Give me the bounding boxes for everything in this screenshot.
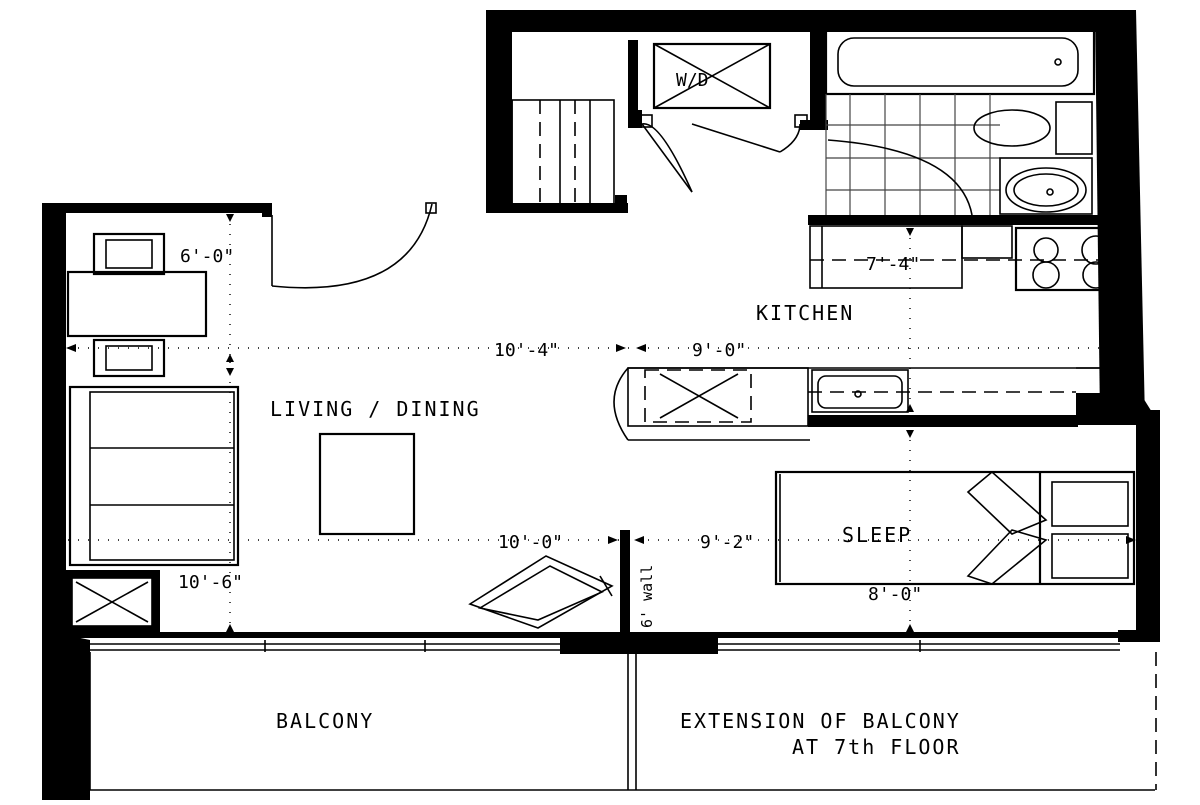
wall-corner: [490, 12, 525, 30]
washer-dryer: [652, 42, 772, 110]
balcony-outline: [89, 652, 1157, 791]
dimension-sleep-length: 9'-2": [700, 532, 754, 553]
kitchen-island: [613, 367, 1140, 441]
dimension-living-length: 10'-4": [494, 340, 559, 361]
balcony-extension-label: EXTENSION OF BALCONY: [680, 709, 961, 733]
coffee-table: [318, 432, 416, 536]
balcony-extension-floor-label: AT 7th FLOOR: [792, 735, 961, 759]
dimension-sleep-depth: 8'-0": [868, 584, 922, 605]
dimension-kitchen-length: 9'-0": [692, 340, 746, 361]
bathroom: [824, 28, 1096, 216]
armchair: [468, 555, 614, 629]
partial-wall-note: 6' wall: [638, 565, 656, 628]
dimension-kitchen-depth: 7'-4": [866, 254, 920, 275]
dimension-living-width-top: 6'-0": [180, 246, 234, 267]
mechanical-closet: [66, 570, 160, 632]
living-dining-label: LIVING / DINING: [270, 397, 481, 421]
window-strip: [90, 640, 1120, 652]
closet-doors: [639, 114, 808, 193]
dimension-lines: [66, 214, 1136, 632]
exterior-walls: [42, 10, 1160, 800]
kitchen-upper-counter: [809, 225, 1130, 292]
dimension-living-width: 10'-0": [498, 532, 563, 553]
balcony-label: BALCONY: [276, 709, 374, 733]
kitchen-label: KITCHEN: [756, 301, 854, 325]
sleep-label: SLEEP: [842, 523, 912, 547]
sofa: [68, 385, 240, 567]
dining-set: [66, 232, 208, 378]
bed: [774, 470, 1136, 586]
closet: [511, 99, 615, 205]
dimension-living-depth: 10'-6": [178, 572, 243, 593]
entry-door: [271, 202, 437, 289]
washer-dryer-label: W/D: [676, 70, 709, 91]
